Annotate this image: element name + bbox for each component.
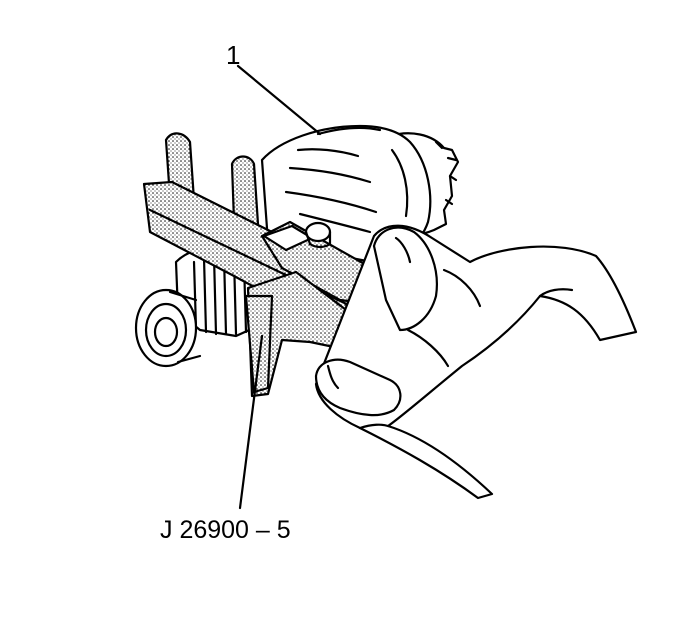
callout-1: 1: [226, 40, 240, 70]
callout-tool-number: J 26900 – 5: [160, 516, 291, 544]
hand-illustration: [314, 224, 638, 500]
leader-line-1: [236, 64, 322, 136]
leader-line-tool: [238, 334, 264, 510]
